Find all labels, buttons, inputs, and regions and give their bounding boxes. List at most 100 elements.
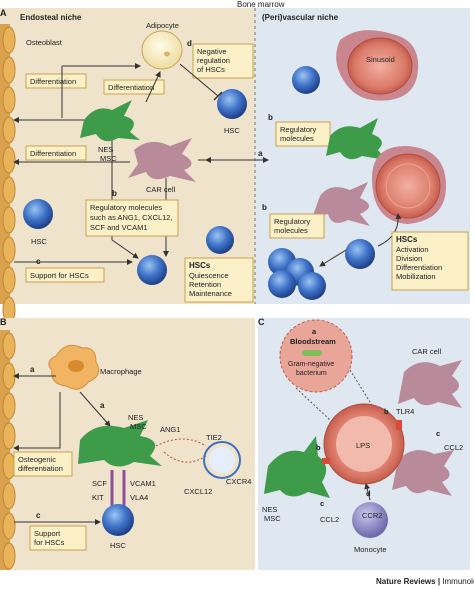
ang1-label: ANG1 (160, 425, 180, 434)
hsc-b-membrane (203, 441, 241, 479)
adipocyte-nucleus (164, 51, 170, 57)
kit-label: KIT (92, 493, 104, 502)
osteoblast-cell (2, 542, 16, 570)
footer-credit: Nature Reviews | Immunology (376, 577, 474, 586)
hscs-right-item-2: Division (396, 254, 422, 263)
hscs-right-item-4: Mobilization (396, 272, 436, 281)
bacterium-shape (302, 350, 322, 356)
osteoblast-cell (2, 176, 16, 204)
letter-b-tlr4: b (384, 407, 389, 416)
hscs-left-item-2: Retention (189, 280, 221, 289)
hsc-cell-vascular-top (292, 66, 320, 94)
car-cell-c-label: CAR cell (412, 347, 442, 356)
differentiation-box-3 (25, 145, 87, 161)
osteoblast-cell (2, 362, 16, 390)
sinusoid-vessel-bottom (375, 153, 441, 219)
monocyte-cell (352, 502, 388, 538)
regulatory-box-top (275, 121, 331, 147)
regulatory-such-as-line3: SCF and VCAM1 (90, 223, 148, 232)
letter-c-ccl2-right: c (436, 429, 440, 438)
osteoblast-cell (2, 206, 16, 234)
msc-tlr4-receptor (322, 458, 330, 464)
osteogenic-line2: differentiation (18, 464, 63, 473)
negative-regulation-box (192, 43, 254, 79)
letter-c-ccl2-left: c (320, 499, 324, 508)
osteoblast-cell (2, 422, 16, 450)
support-b-line1: Support (34, 529, 61, 538)
nes-msc-c-line2: MSC (264, 514, 281, 523)
osteoblast-cell (2, 146, 16, 174)
osteoblast-cell (2, 86, 16, 114)
footer-section: Immunology (442, 577, 474, 586)
osteoblast-cell (2, 482, 16, 510)
osteoblast-cell (2, 512, 16, 540)
arrow-hsc-division (319, 249, 347, 267)
vla4-label: VLA4 (130, 493, 148, 502)
sinusoid-vessel-top (347, 37, 413, 95)
osteoblast-cell (2, 26, 16, 54)
osteoblast-column-b (0, 330, 16, 570)
monocyte-label: Monocyte (354, 545, 387, 554)
ccl2-left-label: CCL2 (320, 515, 339, 524)
tie2-label: TIE2 (206, 433, 222, 442)
hscs-right-box (391, 231, 469, 291)
inset-connector-2 (349, 369, 381, 419)
support-for-hscs-label: Support for HSCs (30, 271, 89, 280)
regulatory-box-bottom (269, 213, 325, 239)
bloodstream-label: Bloodstream (290, 337, 336, 346)
arrow-macrophage-to-msc (79, 391, 111, 427)
bone-marrow-header: Bone marrow (237, 0, 285, 9)
regulatory-bottom-line2: molecules (274, 226, 308, 235)
hscs-left-title: HSCs (189, 261, 211, 270)
differentiation-label-2: Differentiation (108, 83, 154, 92)
sinusoid-label: Sinusoid (366, 55, 395, 64)
hsc-cell-cluster-4 (298, 272, 326, 300)
car-cell-a-label: CAR cell (146, 185, 176, 194)
ang1-path (155, 438, 207, 447)
osteogenic-line1: Osteogenic (18, 455, 56, 464)
sinusoid-c-lumen (336, 416, 392, 472)
nes-msc-c-line1: NES (262, 505, 277, 514)
letter-a-macrophage-2: a (100, 401, 105, 410)
cxcl12-label: CXCL12 (184, 487, 212, 496)
adipocyte-label: Adipocyte (146, 21, 179, 30)
letter-b-vascular-top: b (268, 113, 273, 122)
hsc-upper-label: HSC (224, 126, 240, 135)
osteoblast-label: Osteoblast (26, 38, 63, 47)
tlr4-receptor (396, 420, 402, 430)
ccl2-right-label: CCL2 (444, 443, 463, 452)
hsc-left-label: HSC (31, 237, 47, 246)
panel-a-letter: A (0, 8, 7, 18)
hscs-right-item-1: Activation (396, 245, 429, 254)
osteoblast-column-a (0, 24, 16, 324)
osteoblast-cell (2, 266, 16, 294)
hsc-cell-left (23, 199, 53, 229)
hsc-cell-vascular-dividing (345, 239, 375, 269)
hscs-left-item-3: Maintenance (189, 289, 232, 298)
nes-msc-cell-b (78, 420, 162, 467)
hsc-cell-bottom-right (206, 226, 234, 254)
sinusoid-lumen (385, 163, 431, 209)
arrow-car-to-adipocyte (145, 71, 161, 103)
car-cell-c-bottom (392, 450, 454, 496)
osteoblast-cell (2, 452, 16, 480)
hsc-cell-cluster-3 (268, 270, 296, 298)
hsc-b-label: HSC (110, 541, 126, 550)
ccr2-label: CCR2 (362, 511, 382, 520)
letter-b-regulatory: b (112, 189, 117, 198)
letter-a-exchange: a (258, 149, 263, 158)
nes-msc-cell-c (264, 436, 330, 498)
hsc-cell-quiescent (137, 255, 167, 285)
car-cell-a (128, 138, 196, 182)
nes-msc-b-line1: NES (128, 413, 143, 422)
cxcr4-label: CXCR4 (226, 477, 251, 486)
osteoblast-cell (2, 392, 16, 420)
osteoblast-cell (2, 236, 16, 264)
nes-msc-cell-vascular (326, 118, 386, 160)
lps-label: LPS (356, 441, 370, 450)
panel-b-letter: B (0, 317, 7, 327)
osteogenic-box (13, 451, 73, 477)
panel-c-letter: C (258, 317, 265, 327)
macrophage-label: Macrophage (100, 367, 142, 376)
